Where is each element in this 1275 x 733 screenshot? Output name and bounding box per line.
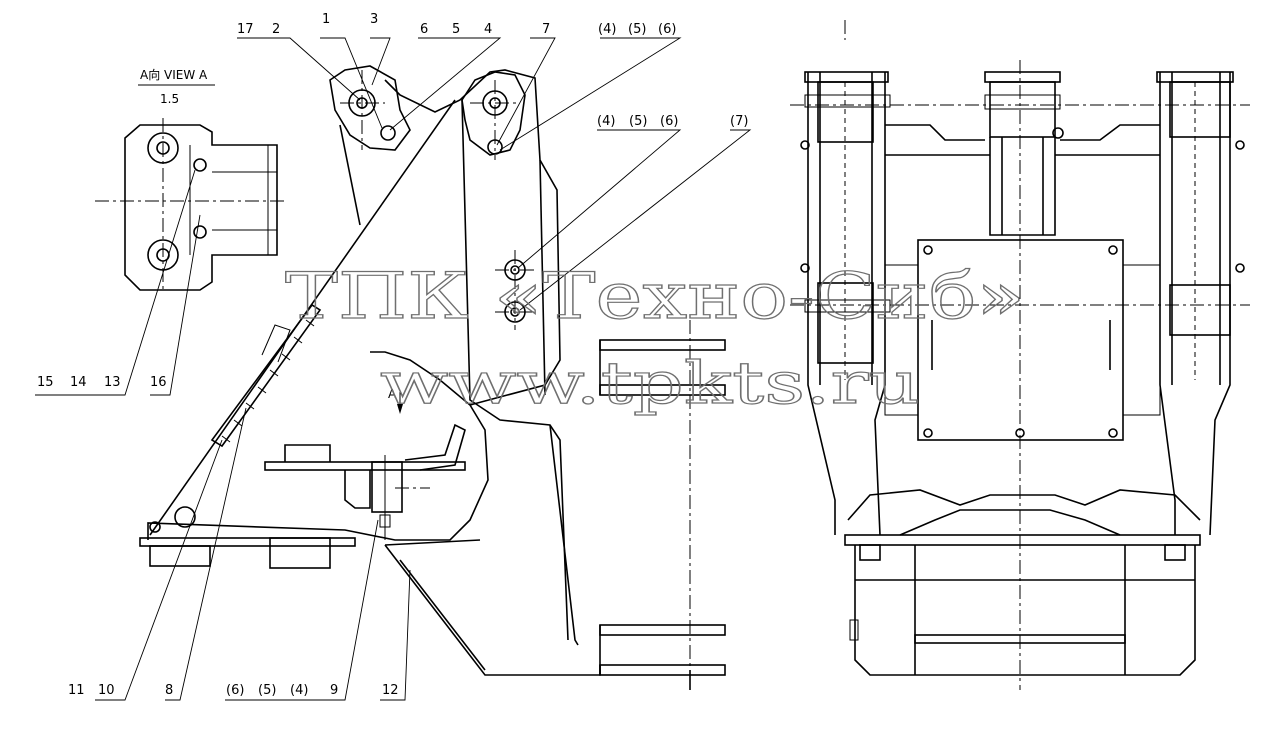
callout-17: 17 [237, 22, 254, 37]
callout-6: 6 [420, 22, 428, 37]
callout-6-paren-mid: (6) [660, 114, 678, 129]
callout-16: 16 [150, 375, 167, 390]
callout-6-paren-bottom: (6) [226, 683, 244, 698]
callout-5: 5 [452, 22, 460, 37]
callout-12: 12 [382, 683, 399, 698]
callout-labels: 17 2 1 3 6 5 4 7 (4) (5) (6) (4) (5) (6)… [37, 12, 748, 698]
side-view: A [139, 65, 726, 690]
section-hatch [221, 319, 315, 443]
view-a-title: A向 VIEW A [140, 67, 208, 82]
callout-15: 15 [37, 375, 54, 390]
view-a-arrow-label: A [388, 387, 397, 401]
callout-4-paren-mid: (4) [597, 114, 615, 129]
callout-4-paren-top: (4) [598, 22, 616, 37]
callout-5-paren-mid: (5) [629, 114, 647, 129]
front-view [790, 20, 1250, 690]
view-a-scale: 1.5 [160, 92, 179, 106]
callout-7-paren-mid: (7) [730, 114, 748, 129]
callout-11: 11 [68, 683, 85, 698]
callout-14: 14 [70, 375, 87, 390]
leader-lines [35, 37, 752, 701]
watermark-company: ТПК «Техно-Сиб» [285, 260, 1025, 334]
callout-4: 4 [484, 22, 492, 37]
callout-4-paren-bottom: (4) [290, 683, 308, 698]
callout-10: 10 [98, 683, 115, 698]
callout-1: 1 [322, 12, 330, 27]
callout-8: 8 [165, 683, 173, 698]
callout-3: 3 [370, 12, 378, 27]
callout-6-paren-top: (6) [658, 22, 676, 37]
view-a-detail: A向 VIEW A 1.5 [95, 67, 285, 292]
callout-2: 2 [272, 22, 280, 37]
watermark: ТПК «Техно-Сиб» www.tpkts.ru [284, 259, 1025, 417]
callout-5-paren-top: (5) [628, 22, 646, 37]
watermark-url: www.tpkts.ru [380, 349, 920, 417]
callout-5-paren-bottom: (5) [258, 683, 276, 698]
callout-13: 13 [104, 375, 121, 390]
callout-7: 7 [542, 22, 550, 37]
callout-9: 9 [330, 683, 338, 698]
